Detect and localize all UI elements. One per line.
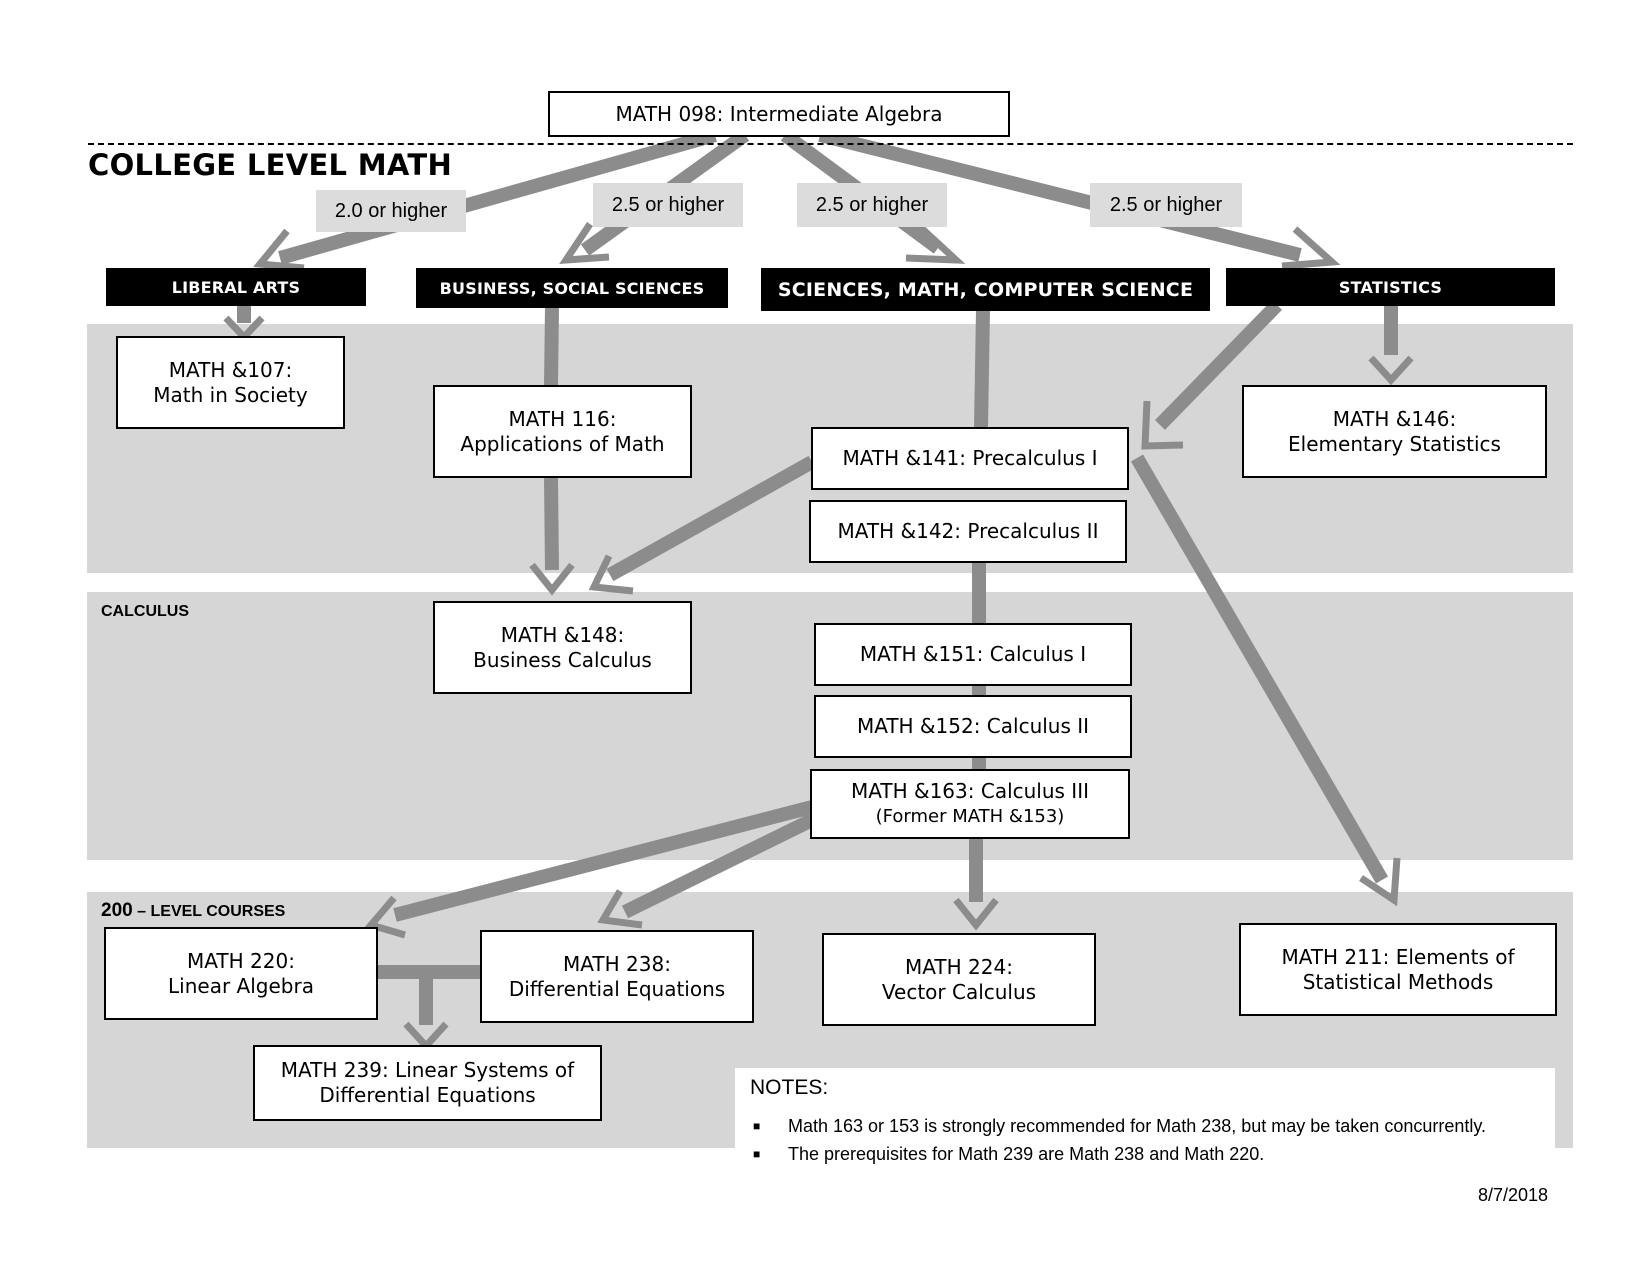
arrowhead-sciences — [905, 222, 966, 264]
course-math-211: MATH 211: Elements of Statistical Method… — [1239, 923, 1557, 1016]
course-math-146-line2: Elementary Statistics — [1288, 431, 1501, 456]
course-math-152-label: MATH &152: Calculus II — [856, 714, 1090, 738]
arrowhead-148-from-116 — [529, 562, 575, 596]
pathway-statistics: STATISTICS — [1226, 268, 1555, 306]
course-math-220-line2: Linear Algebra — [168, 973, 314, 998]
threshold-sciences: 2.5 or higher — [797, 183, 947, 227]
band-label-200-number: 200 — [101, 900, 133, 921]
course-math-220: MATH 220: Linear Algebra — [104, 927, 378, 1020]
arrowhead-statistics — [1281, 226, 1341, 270]
arrowhead-liberal-arts — [253, 228, 305, 272]
arrow-116-to-148 — [544, 477, 559, 571]
course-math-098-label: MATH 098: Intermediate Algebra — [615, 101, 943, 126]
threshold-liberal-arts: 2.0 or higher — [316, 190, 466, 232]
line-business-to-116 — [544, 305, 559, 387]
arrow-141-to-148 — [606, 455, 816, 582]
arrowhead-business — [559, 222, 610, 264]
pathway-sciences: SCIENCES, MATH, COMPUTER SCIENCE — [761, 268, 1210, 311]
bullet-icon: ■ — [753, 1119, 761, 1133]
course-math-142-label: MATH &142: Precalculus II — [837, 519, 1099, 543]
course-math-224: MATH 224: Vector Calculus — [822, 933, 1096, 1026]
course-math-239-line1: MATH 239: Linear Systems of — [280, 1058, 575, 1082]
bullet-icon: ■ — [753, 1147, 761, 1161]
course-math-151: MATH &151: Calculus I — [814, 623, 1132, 686]
notes-item: ■ The prerequisites for Math 239 are Math… — [735, 1140, 1486, 1168]
arrowhead-148-from-141 — [588, 554, 634, 595]
band-label-calculus: CALCULUS — [101, 603, 189, 620]
course-math-148-line1: MATH &148: — [500, 622, 625, 647]
course-math-152: MATH &152: Calculus II — [814, 695, 1132, 758]
course-math-211-line2: Statistical Methods — [1302, 969, 1494, 994]
course-math-163-line2: (Former MATH &153) — [875, 806, 1065, 827]
course-math-224-line2: Vector Calculus — [881, 979, 1037, 1004]
pathway-business: BUSINESS, SOCIAL SCIENCES — [416, 268, 728, 308]
course-math-238-line1: MATH 238: — [563, 951, 671, 976]
arrowhead-146 — [1368, 355, 1414, 386]
course-math-148-line2: Business Calculus — [473, 647, 652, 672]
arrow-163-to-220 — [393, 800, 814, 922]
arrow-141-to-211 — [1130, 454, 1389, 884]
arrowhead-239 — [403, 1021, 449, 1052]
course-math-146-line1: MATH &146: — [1332, 406, 1457, 431]
threshold-business: 2.5 or higher — [593, 183, 743, 227]
pathway-liberal-arts: LIBERAL ARTS — [106, 268, 366, 306]
arrow-098-to-statistics — [818, 128, 1302, 262]
revision-date: 8/7/2018 — [1478, 1185, 1549, 1205]
arrowhead-224 — [953, 897, 999, 931]
course-math-239: MATH 239: Linear Systems of Differential… — [253, 1045, 602, 1121]
course-math-238-line2: Differential Equations — [508, 976, 726, 1001]
notes-list: ■ Math 163 or 153 is strongly recommended… — [735, 1112, 1486, 1168]
course-math-163-line1: MATH &163: Calculus III — [850, 779, 1090, 803]
course-math-239-line2: Differential Equations — [319, 1083, 536, 1107]
course-math-148: MATH &148: Business Calculus — [433, 601, 692, 694]
course-math-141: MATH &141: Precalculus I — [811, 427, 1129, 490]
band-label-200-level: 200 – LEVEL COURSES — [101, 900, 285, 922]
course-math-116-line2: Applications of Math — [460, 431, 665, 456]
course-math-220-line1: MATH 220: — [187, 948, 295, 973]
course-math-107-line2: Math in Society — [153, 382, 308, 407]
line-sciences-to-141 — [974, 309, 990, 429]
notes-title: NOTES: — [750, 1076, 829, 1099]
course-math-116-line1: MATH 116: — [508, 406, 617, 431]
arrowhead-211 — [1359, 857, 1401, 907]
page-title: COLLEGE LEVEL MATH — [88, 148, 453, 182]
course-math-107: MATH &107: Math in Society — [116, 336, 345, 429]
course-math-107-line1: MATH &107: — [168, 357, 293, 382]
course-math-098: MATH 098: Intermediate Algebra — [548, 91, 1010, 137]
notes-item-text: The prerequisites for Math 239 are Math … — [788, 1144, 1265, 1164]
divider-line — [88, 143, 1573, 145]
course-math-141-label: MATH &141: Precalculus I — [842, 446, 1098, 470]
band-label-200-text: – LEVEL COURSES — [132, 903, 286, 920]
arrow-098-to-liberal-arts — [278, 128, 717, 265]
notes-item-text: Math 163 or 153 is strongly recommended … — [788, 1116, 1487, 1136]
arrow-163-to-238 — [621, 813, 816, 919]
arrowhead-220 — [364, 895, 406, 939]
course-math-116: MATH 116: Applications of Math — [433, 385, 692, 478]
course-math-238: MATH 238: Differential Equations — [480, 930, 754, 1023]
course-math-163: MATH &163: Calculus III (Former MATH &15… — [810, 769, 1130, 839]
threshold-statistics: 2.5 or higher — [1090, 183, 1242, 227]
notes-panel: NOTES: ■ Math 163 or 153 is strongly reco… — [735, 1068, 1555, 1178]
course-math-224-line1: MATH 224: — [905, 954, 1013, 979]
course-math-142: MATH &142: Precalculus II — [809, 500, 1127, 563]
arrowhead-238 — [597, 889, 643, 929]
arrowhead-141-from-stats — [1141, 400, 1184, 450]
arrow-statistics-to-141 — [1154, 300, 1283, 430]
notes-item: ■ Math 163 or 153 is strongly recommended… — [735, 1112, 1486, 1140]
connector-lines — [237, 128, 1398, 1025]
course-math-211-line1: MATH 211: Elements of — [1281, 944, 1515, 969]
course-math-151-label: MATH &151: Calculus I — [859, 642, 1087, 666]
course-math-146: MATH &146: Elementary Statistics — [1242, 385, 1547, 478]
